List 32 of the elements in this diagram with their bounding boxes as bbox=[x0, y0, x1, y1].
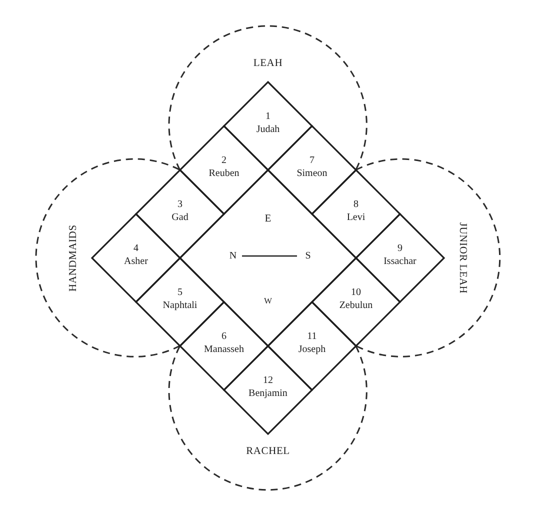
name-label: Joseph bbox=[298, 343, 326, 356]
group-label: LEAH bbox=[253, 58, 283, 70]
number-label: 2 bbox=[222, 154, 226, 167]
compass-letter: S bbox=[305, 250, 311, 262]
number-label: 8 bbox=[354, 198, 358, 211]
number-label: 11 bbox=[307, 330, 317, 343]
name-label: Simeon bbox=[296, 167, 328, 180]
number-label: 5 bbox=[178, 286, 182, 299]
name-label: Naphtali bbox=[162, 299, 198, 312]
name-label: Reuben bbox=[208, 167, 240, 180]
number-label: 9 bbox=[397, 242, 402, 255]
name-label: Zebulun bbox=[339, 299, 373, 312]
name-label: Judah bbox=[256, 122, 280, 136]
name-label: Manasseh bbox=[204, 343, 244, 356]
name-label: Benjamin bbox=[248, 386, 288, 400]
number-label: 6 bbox=[222, 330, 226, 343]
number-label: 10 bbox=[351, 286, 361, 299]
group-label: HANDMAIDS bbox=[68, 224, 80, 292]
name-label: Asher bbox=[124, 254, 148, 268]
name-label: Issachar bbox=[384, 254, 416, 268]
compass-letter: W bbox=[264, 296, 272, 306]
name-label: Levi bbox=[346, 211, 366, 224]
compass-letter: E bbox=[264, 213, 272, 225]
number-label: 3 bbox=[178, 198, 182, 211]
number-label: 12 bbox=[262, 374, 273, 387]
group-label: RACHEL bbox=[246, 446, 290, 458]
group-label: JUNIOR LEAH bbox=[456, 222, 468, 294]
name-label: Gad bbox=[172, 211, 188, 224]
number-label: 7 bbox=[310, 154, 314, 167]
number-label: 1 bbox=[265, 110, 270, 123]
number-label: 4 bbox=[133, 242, 138, 255]
compass-letter: N bbox=[229, 250, 237, 262]
